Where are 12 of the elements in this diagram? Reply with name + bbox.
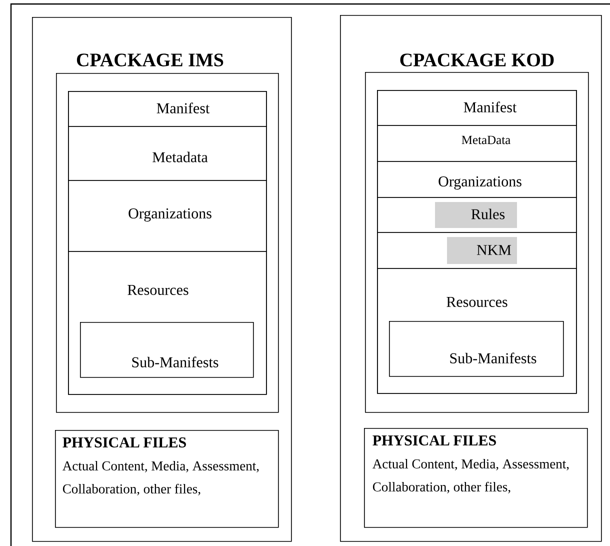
files-box: PHYSICAL FILES Actual Content, Media, Assessment, Collaboration, other files,: [55, 430, 279, 528]
files-box: PHYSICAL FILES Actual Content, Media, Assessment, Collaboration, other files,: [364, 428, 588, 528]
section-box: Sub-Manifests: [80, 322, 254, 378]
section-box: Metadata: [68, 126, 267, 181]
section-box: NKM: [377, 232, 577, 269]
section-box: Manifest: [377, 90, 577, 126]
section-box: Rules: [377, 197, 577, 233]
section-box: Organizations: [68, 180, 267, 252]
section-box: Organizations: [377, 161, 577, 198]
section-box: MetaData: [377, 125, 577, 162]
section-box: Manifest: [68, 91, 267, 127]
section-box: Sub-Manifests: [389, 321, 564, 377]
